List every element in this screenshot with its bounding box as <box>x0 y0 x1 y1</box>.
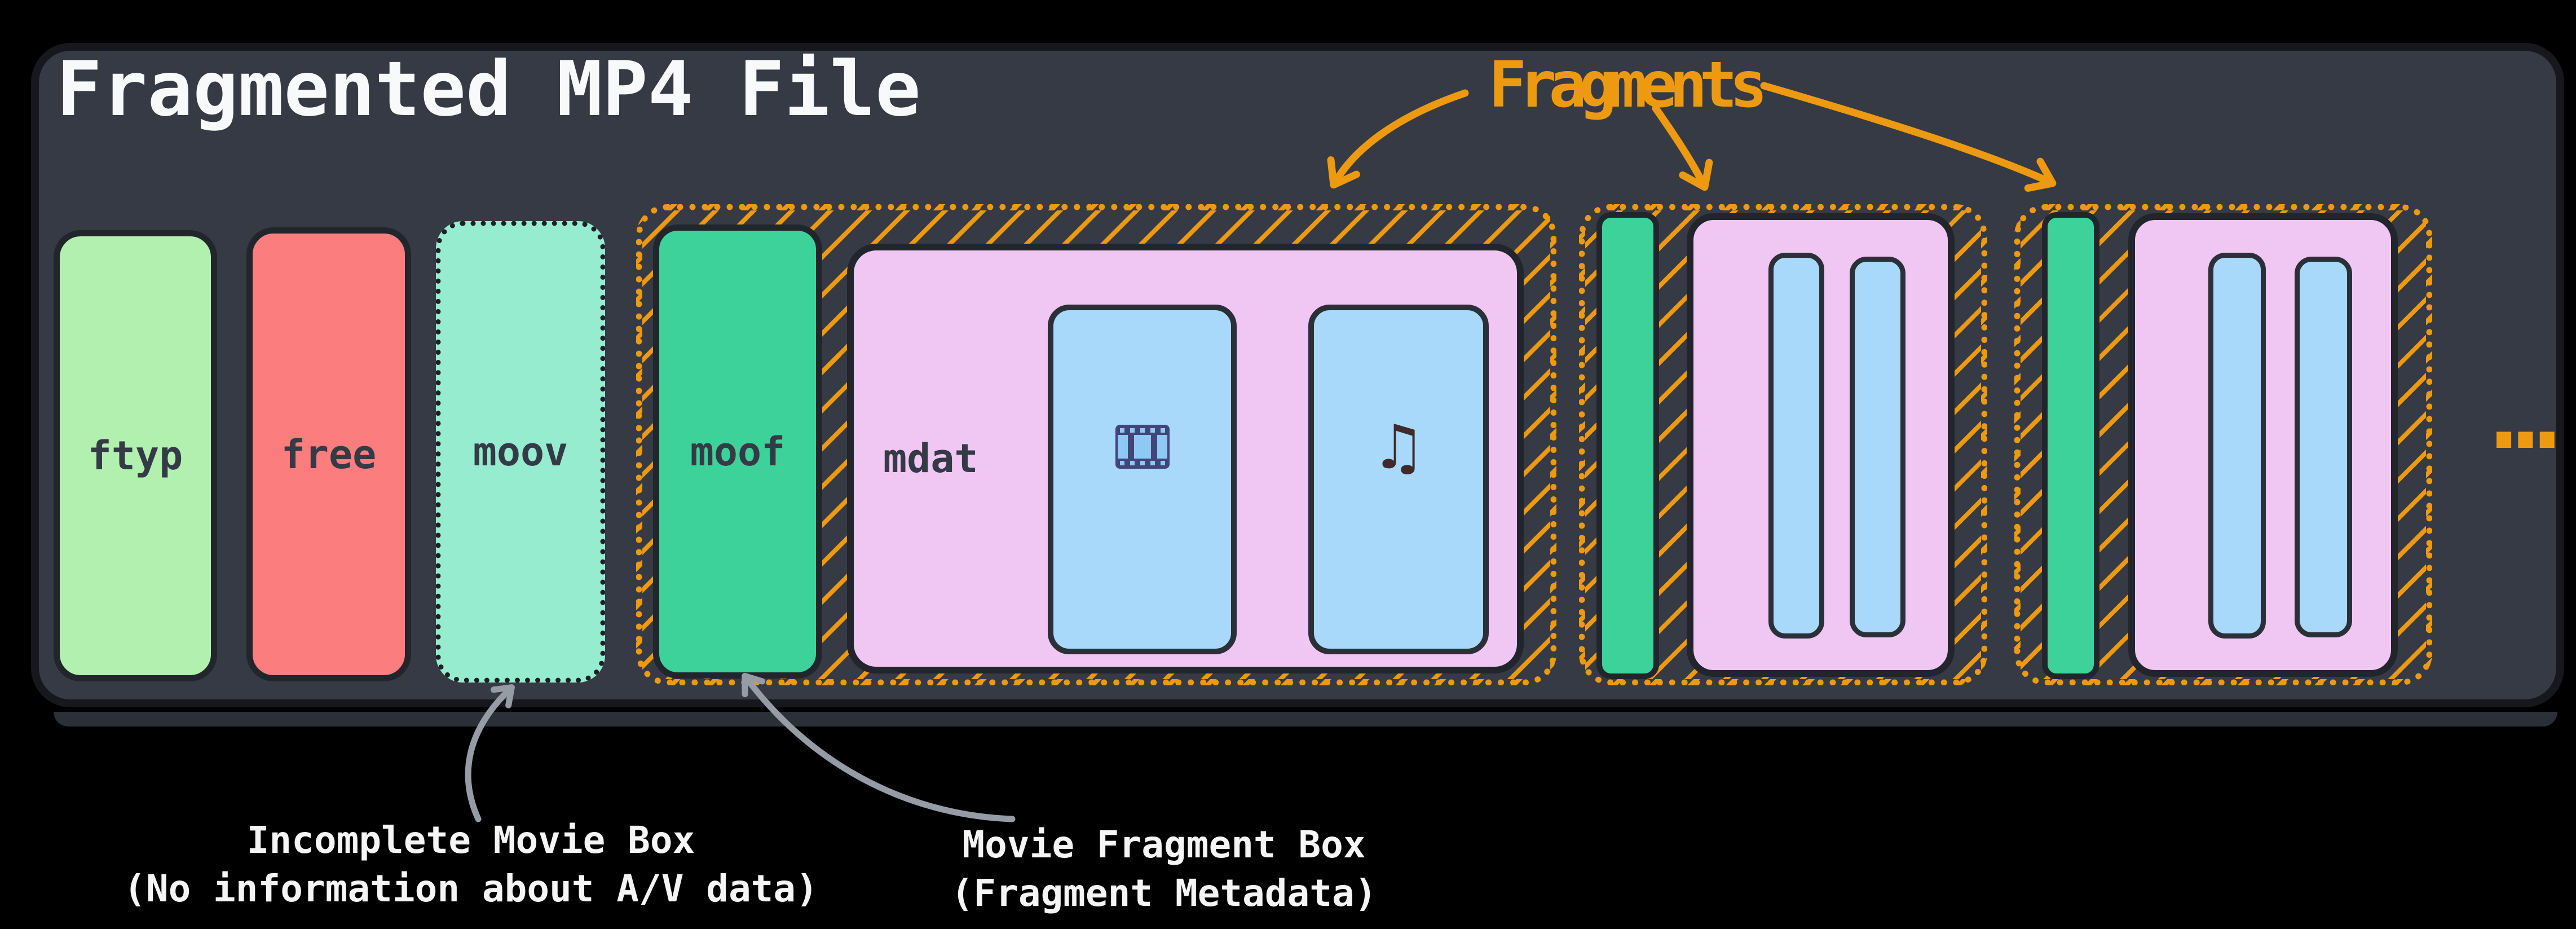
box-moov-incomplete: moov <box>436 221 605 683</box>
free-label: free <box>281 431 377 478</box>
moof-annotation-line1: Movie Fragment Box <box>962 823 1366 866</box>
box-moof: moof <box>653 224 822 679</box>
box-mdat-small-2 <box>1687 213 1955 677</box>
video-track-bar-3 <box>2208 253 2266 639</box>
moov-annotation: Incomplete Movie Box (No information abo… <box>76 816 866 913</box>
box-free: free <box>246 227 411 681</box>
box-moof-small-2 <box>1596 212 1659 679</box>
fragment-group-2 <box>1579 204 1987 685</box>
box-mdat: mdat <box>847 244 1524 673</box>
fragment-group-1: moof mdat <box>636 204 1556 685</box>
moof-annotation-line2: (Fragment Metadata) <box>951 871 1377 915</box>
box-ftyp: ftyp <box>54 230 217 681</box>
audio-track-bar-2 <box>1850 257 1905 637</box>
fragments-callout-label: Fragments <box>1488 49 1768 122</box>
audio-track-bar-3 <box>2295 257 2352 637</box>
fragment-group-3 <box>2014 204 2432 685</box>
ftyp-label: ftyp <box>87 433 183 479</box>
film-strip-icon <box>1115 425 1170 471</box>
moof-label: moof <box>690 428 786 475</box>
box-moof-small-3 <box>2042 212 2099 679</box>
moov-label: moov <box>473 429 568 475</box>
moof-annotation: Movie Fragment Box (Fragment Metadata) <box>769 821 1559 918</box>
moov-annotation-line2: (No information about A/V data) <box>123 867 818 910</box>
video-track-bar-2 <box>1768 253 1824 639</box>
moov-note-arrow <box>465 684 515 822</box>
panel-shadow <box>54 712 2557 727</box>
box-mdat-small-3 <box>2128 213 2398 677</box>
moov-annotation-line1: Incomplete Movie Box <box>246 818 695 862</box>
mdat-label: mdat <box>883 435 978 482</box>
audio-track-box: ♫ <box>1308 305 1489 654</box>
music-note-icon: ♫ <box>1371 412 1426 483</box>
page-title: Fragmented MP4 File <box>56 45 921 133</box>
video-track-box <box>1048 305 1237 654</box>
more-fragments-ellipsis: ... <box>2477 364 2574 469</box>
